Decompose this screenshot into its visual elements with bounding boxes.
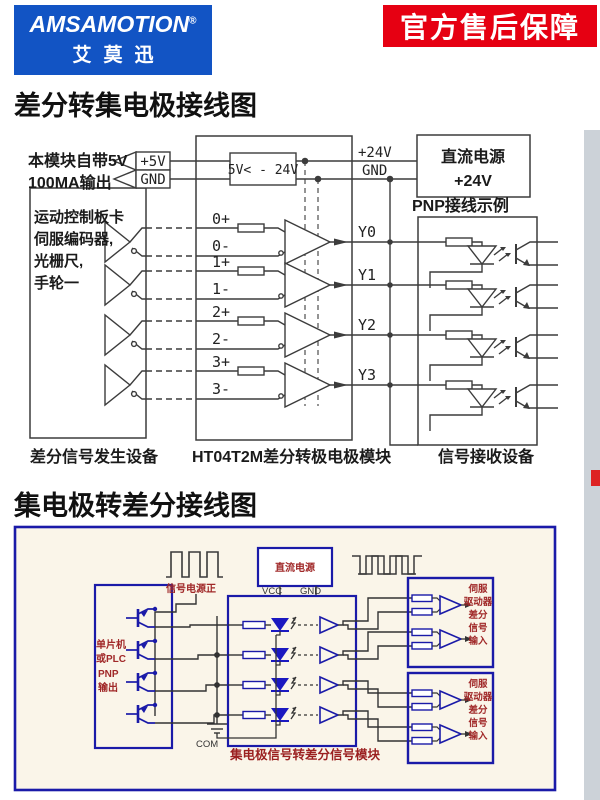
dc-power-box (416, 134, 531, 198)
servo-text-1: 伺服 驱动器 差分 信号 输入 (464, 583, 493, 647)
voltage-range-label: 5V< - 24V (228, 163, 299, 178)
official-warranty-badge: 官方售后保障 (383, 5, 597, 47)
servo-driver-box-1 (406, 576, 495, 669)
input-3p: 3+ (212, 353, 230, 371)
power-rails (170, 152, 418, 446)
svg-text:驱动器: 驱动器 (464, 692, 493, 703)
plc-label-4: 输出 (98, 681, 118, 694)
source-label-4: 手轮一 (34, 274, 79, 292)
plc-label-2: 或PLC (96, 652, 126, 665)
module-to-servo-wires (356, 597, 412, 742)
servo-driver-box-2 (406, 671, 495, 765)
svg-text:输入: 输入 (468, 635, 488, 647)
converter-module-box (195, 135, 353, 441)
svg-text:伺服: 伺服 (467, 678, 488, 690)
source-label-1: 运动控制板卡 (34, 208, 124, 226)
svg-text:差分: 差分 (468, 609, 488, 621)
svg-text:驱动器: 驱动器 (464, 597, 493, 608)
gnd-label-2: GND (300, 586, 321, 597)
differential-pulse-waveform (352, 555, 422, 575)
input-1n: 1- (212, 280, 230, 298)
module-5v-note-1: 本模块自带5V (28, 151, 128, 170)
p24v-label: +24V (358, 145, 392, 161)
dc-power-label: 直流电源 (275, 561, 315, 574)
input-3n: 3- (212, 380, 230, 398)
input-1p: 1+ (212, 253, 230, 271)
diagram-differential-to-collector: 本模块自带5V 100MA输出 +5V GND 5V< - 24V +24V G… (28, 134, 559, 466)
caption-converter-module: HT04T2M差分转极电极模块 (192, 447, 392, 466)
module-5v-note-2: 100MA输出 (28, 173, 112, 192)
dc-power-box-2 (256, 546, 334, 588)
caption-signal-source: 差分信号发生设备 (30, 447, 159, 466)
adjacent-image-red-fragment (591, 470, 600, 486)
cathode-return-bus (216, 635, 277, 739)
pin-gnd-label: GND (140, 172, 165, 188)
source-label-2: 伺服编码器, (33, 230, 113, 248)
signal-source-box (29, 187, 147, 439)
output-y0: Y0 (358, 223, 376, 241)
pin-5v-label: +5V (140, 154, 166, 170)
signal-power-wire (154, 594, 197, 716)
input-2p: 2+ (212, 303, 230, 321)
module-5v-output-pins (112, 150, 171, 190)
pnp-example-label: PNP接线示例 (412, 196, 509, 215)
com-label: COM (196, 739, 218, 750)
brand-name: AMSAMOTION® (29, 11, 197, 37)
brand-logo: AMSAMOTION® 艾莫迅 (14, 5, 212, 75)
brand-name-cn: 艾莫迅 (72, 45, 166, 66)
svg-text:信号: 信号 (468, 717, 488, 729)
vcc-label: VCC (262, 586, 282, 597)
output-y2: Y2 (358, 316, 376, 334)
collector-to-diff-module-box (226, 594, 358, 748)
diagram-collector-to-differential: 直流电源 VCC GND 信号电源正 单片机 或PLC PNP 输出 COM 集… (13, 525, 557, 792)
section1-title: 差分转集电极接线图 (14, 91, 257, 121)
gnd-label: GND (362, 163, 387, 179)
dc-power-label-2: +24V (454, 173, 492, 190)
section2-title: 集电极转差分接线图 (14, 491, 257, 521)
caption-signal-receiver: 信号接收设备 (438, 447, 535, 466)
input-pulse-waveform (166, 551, 223, 578)
dc-power-label-1: 直流电源 (441, 147, 505, 166)
svg-text:伺服: 伺服 (467, 583, 488, 595)
signal-power-label: 信号电源正 (166, 582, 216, 595)
input-0n: 0- (212, 237, 230, 255)
adjacent-image-strip (584, 130, 600, 800)
servo-text-2: 伺服 驱动器 差分 信号 输入 (464, 678, 493, 742)
output-y3: Y3 (358, 366, 376, 384)
plc-label-1: 单片机 (96, 638, 126, 651)
registered-mark: ® (189, 15, 197, 27)
svg-text:信号: 信号 (468, 622, 488, 634)
svg-text:差分: 差分 (468, 704, 488, 716)
input-0p: 0+ (212, 210, 230, 228)
source-label-3: 光栅尺, (33, 252, 83, 270)
input-2n: 2- (212, 330, 230, 348)
plc-label-3: PNP (98, 669, 119, 680)
com-ground (207, 616, 227, 734)
svg-text:输入: 输入 (468, 730, 488, 742)
plc-output-box (93, 583, 174, 750)
module-caption: 集电极信号转差分信号模块 (229, 747, 381, 762)
output-y1: Y1 (358, 266, 376, 284)
